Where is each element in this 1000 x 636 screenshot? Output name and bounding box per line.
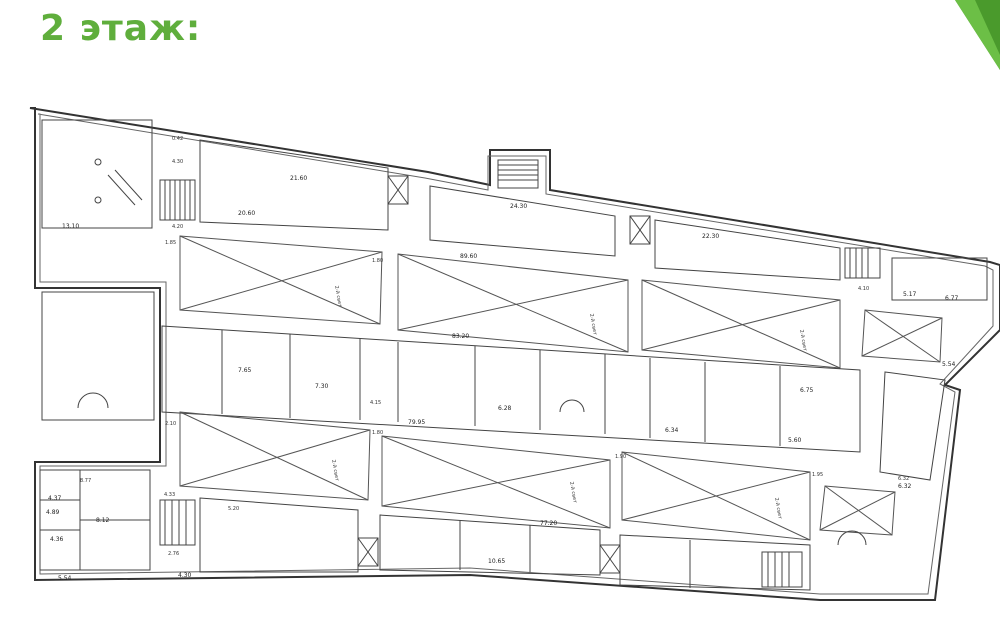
area-label: 8.12 (96, 517, 110, 524)
void-labels: 2-й свет 2-й свет 2-й свет 2-й свет 2-й … (330, 285, 809, 519)
area-label: 5.54 (58, 575, 72, 582)
dim-label: 5.20 (228, 506, 239, 512)
area-label: 79.95 (408, 419, 425, 426)
dim-label: 1.80 (372, 258, 383, 264)
staircase-2 (497, 159, 539, 189)
void-label: 2-й свет (568, 481, 579, 503)
void-label: 2-й свет (333, 285, 344, 307)
dimension-labels: 0.42 4.30 4.20 1.85 1.80 2.10 4.15 1.80 … (80, 136, 909, 557)
dim-label: 1.90 (615, 454, 626, 460)
area-label: 7.65 (238, 367, 252, 374)
area-label: 77.20 (540, 520, 557, 527)
area-label: 4.30 (178, 572, 192, 579)
void-bottom-1 (179, 411, 371, 501)
area-label: 83.20 (452, 333, 469, 340)
dim-label: 1.80 (372, 430, 383, 436)
room-left-middle (41, 291, 155, 421)
area-label: 6.32 (898, 483, 912, 490)
dim-label: 1.95 (812, 472, 823, 478)
elevator-2 (629, 215, 651, 245)
dim-label: 4.10 (858, 286, 869, 292)
room-top-3 (429, 185, 616, 257)
void-label: 2-й свет (798, 329, 809, 351)
dim-label: 4.15 (370, 400, 381, 406)
room-right-top (891, 257, 988, 301)
dim-label: 4.33 (164, 492, 175, 498)
room-top-4 (654, 219, 841, 281)
elevator-1 (387, 175, 409, 205)
elevator-4 (599, 544, 621, 574)
area-label: 6.34 (665, 427, 679, 434)
area-label: 5.60 (788, 437, 802, 444)
staircase-1 (159, 179, 196, 221)
area-label: 4.89 (46, 509, 60, 516)
area-label: 4.37 (48, 495, 62, 502)
area-label: 10.65 (488, 558, 505, 565)
dim-label: 2.76 (168, 551, 179, 557)
dim-label: 1.85 (165, 240, 176, 246)
area-label: 6.75 (800, 387, 814, 394)
room-top-left (41, 119, 153, 229)
area-label: 7.30 (315, 383, 329, 390)
void-top-3 (641, 279, 841, 369)
page-title: 2 этаж: (40, 8, 202, 49)
area-label: 4.36 (50, 536, 64, 543)
void-top-1 (179, 235, 383, 325)
area-label: 22.30 (702, 233, 719, 240)
area-label: 89.60 (460, 253, 477, 260)
building-outline (29, 107, 1000, 601)
middle-rooms (161, 325, 861, 453)
dim-label: 2.10 (165, 421, 176, 427)
room-top-2 (199, 139, 389, 231)
dim-label: 6.32 (898, 476, 909, 482)
void-label: 2-й свет (773, 497, 784, 519)
void-bottom-2 (381, 435, 611, 529)
atrium-right-2 (819, 485, 896, 536)
area-label: 5.54 (942, 361, 956, 368)
room-right-mid (879, 371, 946, 481)
corner-accent (955, 0, 1000, 70)
atrium-right-1 (861, 309, 943, 363)
area-label: 20.60 (238, 210, 255, 217)
dim-label: 4.20 (172, 224, 183, 230)
area-label: 21.60 (290, 175, 307, 182)
area-label: 6.77 (945, 295, 959, 302)
dim-label: 4.30 (172, 159, 183, 165)
dim-label: 8.77 (80, 478, 91, 484)
staircase-4 (844, 247, 881, 279)
area-label: 6.28 (498, 405, 512, 412)
area-labels: 13.10 21.60 20.60 24.30 22.30 7.65 7.30 … (46, 175, 959, 582)
bottom-rooms (199, 497, 359, 573)
area-label: 5.17 (903, 291, 917, 298)
area-label: 24.30 (510, 203, 527, 210)
dim-label: 0.42 (172, 136, 183, 142)
staircase-5 (761, 551, 803, 588)
void-label: 2-й свет (330, 459, 341, 481)
staircase-3 (159, 499, 196, 546)
void-bottom-3 (621, 451, 811, 541)
area-label: 13.10 (62, 223, 79, 230)
elevator-3 (357, 537, 379, 567)
void-top-2 (397, 253, 629, 353)
void-label: 2-й свет (588, 313, 599, 335)
